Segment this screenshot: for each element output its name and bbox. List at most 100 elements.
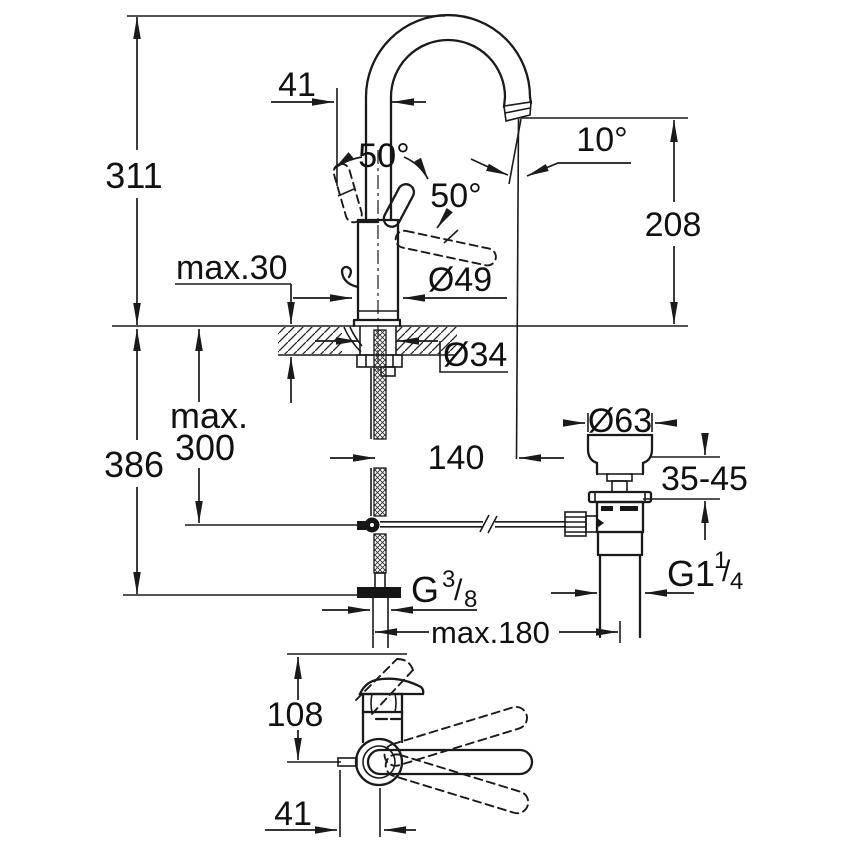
plan-body-upper xyxy=(361,692,404,714)
ext-lines xyxy=(587,413,653,432)
plug-pin-stem xyxy=(611,480,628,493)
plan-spout-solid xyxy=(366,748,534,776)
dim-max180-label: max.180 xyxy=(431,615,550,650)
dim-spout-offset-41: 41 xyxy=(271,66,426,186)
angle-arc-arrow xyxy=(470,158,509,176)
hose-nut xyxy=(357,587,401,598)
seal-flange-bevels xyxy=(594,492,646,502)
dim-50-open-label: 50° xyxy=(358,137,409,175)
waste-slot-right xyxy=(620,506,638,511)
dim-10-label: 10° xyxy=(576,121,627,159)
g114-sub: 4 xyxy=(730,568,743,595)
rod-ball-center xyxy=(370,523,374,527)
body-base-flange xyxy=(352,318,402,328)
plan-body xyxy=(337,692,404,787)
dim-spout-reach-140: 140 xyxy=(330,439,564,477)
handle-dashed-up-tick xyxy=(337,188,355,197)
dim-below-deck-386: 386 xyxy=(104,329,367,596)
dim-outlet-height-208: 208 xyxy=(519,117,701,324)
dim-deck-thickness-max30: max.30 xyxy=(175,249,295,403)
rod-break-marks xyxy=(479,514,498,534)
clamp-body xyxy=(585,515,598,533)
dim-drain-offset-max180: max.180 xyxy=(375,615,621,650)
dim-supply-thread-g38: G 3 / 8 xyxy=(322,566,477,614)
dim-300-label: 300 xyxy=(175,427,235,468)
dim-max-label: max. xyxy=(170,395,248,436)
dim-140-label: 140 xyxy=(428,439,485,477)
dim-386-label: 386 xyxy=(104,444,164,485)
angle-arrow xyxy=(436,207,453,229)
plan-spout-swing-down xyxy=(384,753,530,815)
aerator-seam xyxy=(504,107,531,114)
spout-inner-arc xyxy=(389,38,507,109)
plan-view: 108 41 xyxy=(265,653,534,837)
g38-prefix: G xyxy=(411,569,439,610)
horizontal-rod xyxy=(380,521,566,528)
plan-spout xyxy=(366,705,534,815)
dim-waste-flange-63: Ø63 xyxy=(563,402,677,440)
g114-prefix: G1 xyxy=(667,553,715,594)
dim-rod-reach-max300: max. 300 xyxy=(170,329,363,526)
waste-flange-sides xyxy=(586,433,654,476)
dim-hole-diameter-34: Ø34 xyxy=(315,336,508,374)
plug-pin-head xyxy=(606,473,633,482)
leader-arrow xyxy=(526,162,631,177)
dim-outlet-angle-10: 10° xyxy=(470,121,631,177)
supply-hose xyxy=(357,329,401,648)
plan-column xyxy=(361,710,404,744)
dim-41-plan-label: 41 xyxy=(274,795,312,833)
label-bracket xyxy=(439,341,508,373)
dim-base-diameter-49: Ø49 xyxy=(293,261,507,302)
dim-41-top-label: 41 xyxy=(278,66,316,104)
g38-slash: / xyxy=(454,574,463,607)
hose-segment-2 xyxy=(373,467,387,517)
waste-tailpipe xyxy=(598,553,642,639)
hose-end-fitting xyxy=(374,572,386,589)
spout-outer-arc xyxy=(364,13,533,105)
g38-sup: 3 xyxy=(442,566,455,593)
dim-35-45-label: 35-45 xyxy=(661,460,748,498)
dim-plan-depth-108: 108 xyxy=(267,653,407,763)
clamp-knurl xyxy=(565,516,586,533)
plan-base-outer-circle xyxy=(354,737,404,787)
seal-flange xyxy=(587,490,653,504)
plan-spout-swing-up xyxy=(383,705,528,767)
g114-sup: 1 xyxy=(714,547,727,574)
clamp-screw-tip xyxy=(597,518,604,528)
faucet-body xyxy=(340,218,402,328)
dim-handle-angle-50-swing: 50° xyxy=(430,177,482,229)
handle-dashed-side-tick xyxy=(443,229,459,244)
dim-plan-offset-41: 41 xyxy=(265,770,416,837)
plan-neck-curves xyxy=(370,693,397,713)
water-stream-line xyxy=(515,118,520,460)
waste-lower-body xyxy=(596,530,644,557)
hose-segment-3 xyxy=(373,533,387,574)
dim-63-label: Ø63 xyxy=(588,402,652,440)
handle-solid xyxy=(382,183,416,228)
dim-max30-label: max.30 xyxy=(176,249,288,287)
dim-49-label: Ø49 xyxy=(428,261,492,299)
dim-handle-angle-50-open: 50° xyxy=(333,137,429,180)
plan-base-inner-circle xyxy=(362,745,396,779)
angle-arrow-right xyxy=(403,156,429,180)
waste-slot-left xyxy=(601,506,613,511)
g38-sub: 8 xyxy=(464,586,477,613)
pop-up-knob-hook xyxy=(340,265,360,289)
dim-total-height-311: 311 xyxy=(105,15,445,325)
dim-34-label: Ø34 xyxy=(443,336,507,374)
g114-slash: / xyxy=(722,555,731,588)
locknut-bevels xyxy=(365,355,394,367)
pop-up-waste xyxy=(564,433,654,639)
front-view: 311 41 50° 50° 10° 208 xyxy=(104,13,748,650)
dim-waste-thread-g114: G1 1 / 4 xyxy=(551,547,743,597)
outlet-axis-tilted-line xyxy=(508,118,522,185)
plan-handle-blade xyxy=(358,677,425,696)
aerator xyxy=(503,101,532,122)
dim-108-label: 108 xyxy=(267,696,324,734)
dim-311-label: 311 xyxy=(105,155,162,196)
hose-segment-1 xyxy=(373,329,387,440)
ext-lines xyxy=(643,456,720,500)
dim-50-swing-label: 50° xyxy=(430,177,481,215)
